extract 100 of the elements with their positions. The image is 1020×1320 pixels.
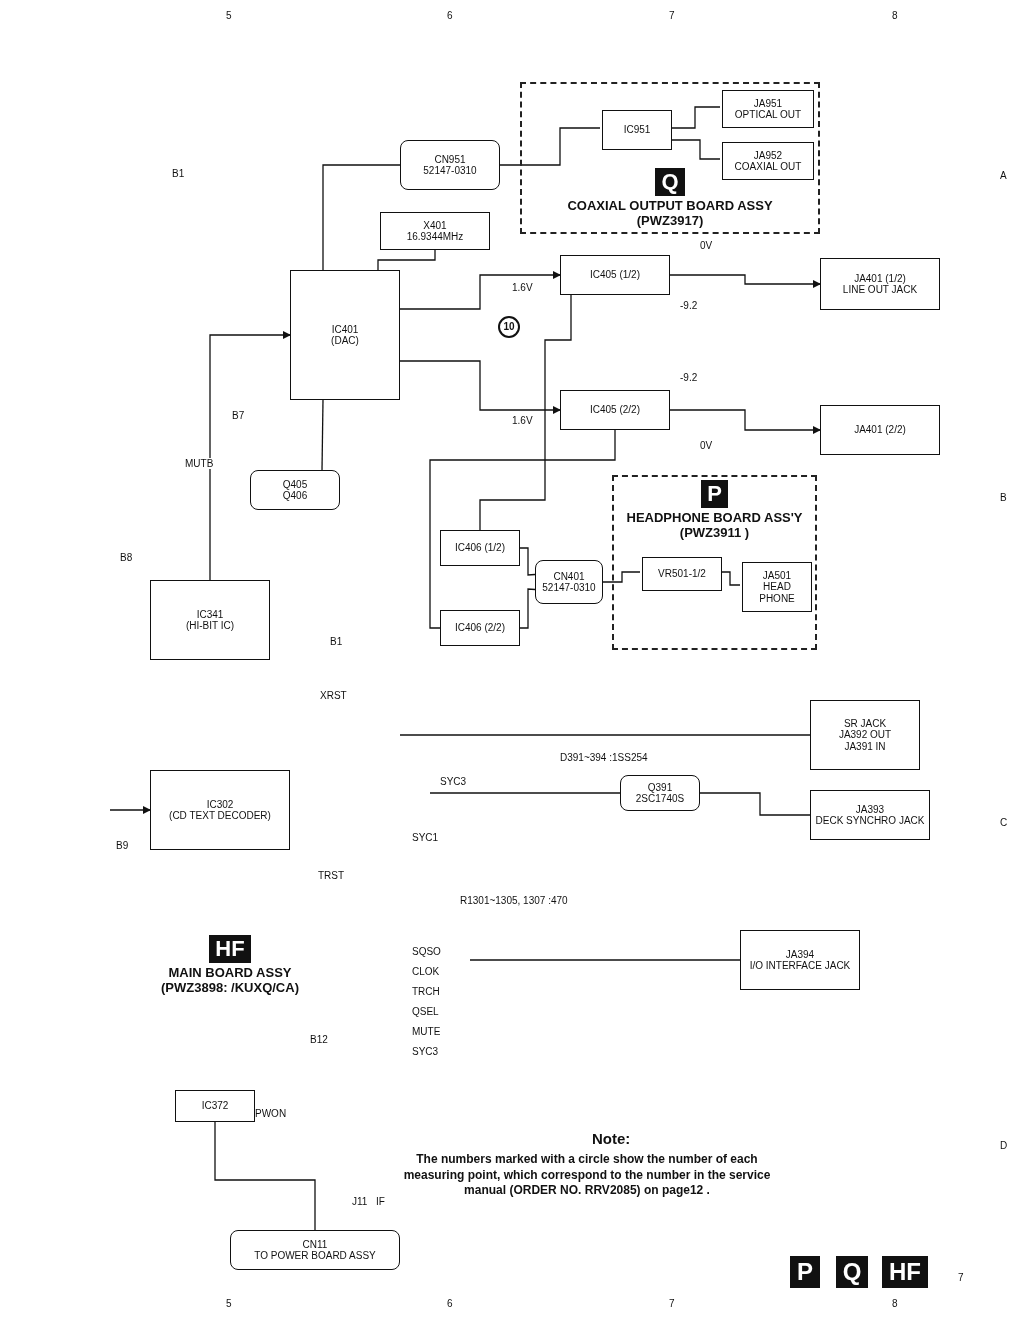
signal-label: 6 xyxy=(447,10,453,21)
jack-block xyxy=(740,930,860,990)
component-label: CN11 xyxy=(302,1238,328,1250)
component-label: VR501-1/2 xyxy=(658,568,706,580)
board-letter: P xyxy=(797,1258,813,1286)
component-label: IC405 (2/2) xyxy=(590,404,640,416)
ic-block xyxy=(560,255,670,295)
signal-label: C xyxy=(1000,817,1008,828)
jack-block xyxy=(820,405,940,455)
board-letter-badge: Q xyxy=(655,168,685,197)
component-label: IC405 (1/2) xyxy=(590,269,640,281)
signal-label: SYC3 xyxy=(412,1046,439,1057)
signal-label: B7 xyxy=(232,410,245,421)
signal-label: 0V xyxy=(700,240,713,251)
board-letter: HF xyxy=(889,1258,921,1286)
signal-label: SQSO xyxy=(412,946,441,957)
component-label: JA401 (1/2) xyxy=(854,272,906,284)
component-label: JA401 (2/2) xyxy=(854,424,906,436)
callout-number: 10 xyxy=(498,316,520,338)
wire xyxy=(479,294,572,531)
signal-label: A xyxy=(1000,170,1007,181)
wire xyxy=(399,271,561,310)
signal-label: XRST xyxy=(320,690,347,701)
component-label: IC406 (1/2) xyxy=(455,542,505,554)
signal-label: MUTE xyxy=(412,1026,441,1037)
component-label: JA952 xyxy=(753,149,783,161)
wire xyxy=(669,274,821,288)
component-label: I/O INTERFACE JACK xyxy=(749,960,851,972)
ic-block xyxy=(602,110,672,150)
connector-block xyxy=(230,1230,400,1270)
ic-block xyxy=(440,530,520,566)
signal-label: -9.2 xyxy=(680,372,698,383)
signal-label: 7 xyxy=(669,10,675,21)
component-label: Q391 xyxy=(647,781,673,793)
signal-label: B12 xyxy=(310,1034,328,1045)
component-label: Q406 xyxy=(282,490,308,502)
wire xyxy=(399,360,561,414)
signal-label: 0V xyxy=(700,440,713,451)
signal-label: B8 xyxy=(120,552,133,563)
board-title: (PWZ3917) xyxy=(636,214,704,229)
component-label: OPTICAL OUT xyxy=(734,109,802,121)
board-title: (PWZ3898: /KUXQ/CA) xyxy=(161,980,299,996)
ic-block xyxy=(150,770,290,850)
wire xyxy=(209,331,291,581)
wire xyxy=(322,164,401,271)
signal-label: B1 xyxy=(172,168,185,179)
board-title: HEADPHONE BOARD ASS'Y xyxy=(626,511,803,526)
signal-label: D391~394 :1SS254 xyxy=(560,752,648,763)
transistor-block xyxy=(250,470,340,510)
component-label: JA391 IN xyxy=(844,740,886,753)
component-label: IC302 xyxy=(206,798,234,810)
board-region xyxy=(520,82,820,234)
board-title: MAIN BOARD ASSY xyxy=(168,965,292,981)
signal-label: 7 xyxy=(669,1298,675,1309)
board-title: COAXIAL OUTPUT BOARD ASSY xyxy=(567,199,773,215)
board-letter-badge: P xyxy=(701,480,728,508)
wire xyxy=(399,734,811,736)
signal-label: 6 xyxy=(447,1298,453,1309)
signal-label: 8 xyxy=(892,10,898,21)
component-label: 52147-0310 xyxy=(423,165,477,177)
component-label: JA501 xyxy=(762,569,792,582)
signal-label: 5 xyxy=(226,10,232,21)
wire xyxy=(699,792,811,816)
jack-block xyxy=(742,562,812,612)
signal-label: J11 xyxy=(352,1196,368,1207)
component-label: IC406 (2/2) xyxy=(455,622,505,634)
board-letter: Q xyxy=(842,1258,862,1286)
component-label: CN951 xyxy=(434,153,466,165)
board-region xyxy=(612,475,817,650)
wire xyxy=(321,399,324,471)
component-label: JA394 xyxy=(785,948,815,960)
component-label: X401 xyxy=(423,219,447,231)
signal-label: TRCH xyxy=(412,986,440,997)
wire xyxy=(499,127,601,166)
signal-label: -9.2 xyxy=(680,300,698,311)
signal-label: SYC1 xyxy=(412,832,439,843)
signal-label: R1301~1305, 1307 :470 xyxy=(460,895,568,906)
jack-block xyxy=(722,142,814,180)
wire xyxy=(669,409,821,434)
component-label: 52147-0310 xyxy=(542,582,596,594)
signal-label: 1.6V xyxy=(512,415,533,426)
ic-block xyxy=(175,1090,255,1122)
component-label: 2SC1740S xyxy=(635,793,685,805)
signal-label: QSEL xyxy=(412,1006,439,1017)
crystal-block xyxy=(380,212,490,250)
signal-label: CLOK xyxy=(412,966,440,977)
board-letter-badge xyxy=(790,1256,820,1288)
jack-block xyxy=(820,258,940,310)
signal-label: 5 xyxy=(226,1298,232,1309)
component-label: CN401 xyxy=(553,570,585,582)
jack-block xyxy=(810,790,930,840)
component-label: TO POWER BOARD ASSY xyxy=(254,1250,376,1262)
component-label: DECK SYNCHRO JACK xyxy=(815,815,925,827)
ic-block xyxy=(560,390,670,430)
connector-block xyxy=(535,560,603,604)
component-label: (HI-BIT IC) xyxy=(185,620,235,632)
signal-label: SYC3 xyxy=(440,776,467,787)
component-label: IC951 xyxy=(623,124,651,136)
board-letter-badge xyxy=(836,1256,868,1288)
transistor-block xyxy=(620,775,700,811)
